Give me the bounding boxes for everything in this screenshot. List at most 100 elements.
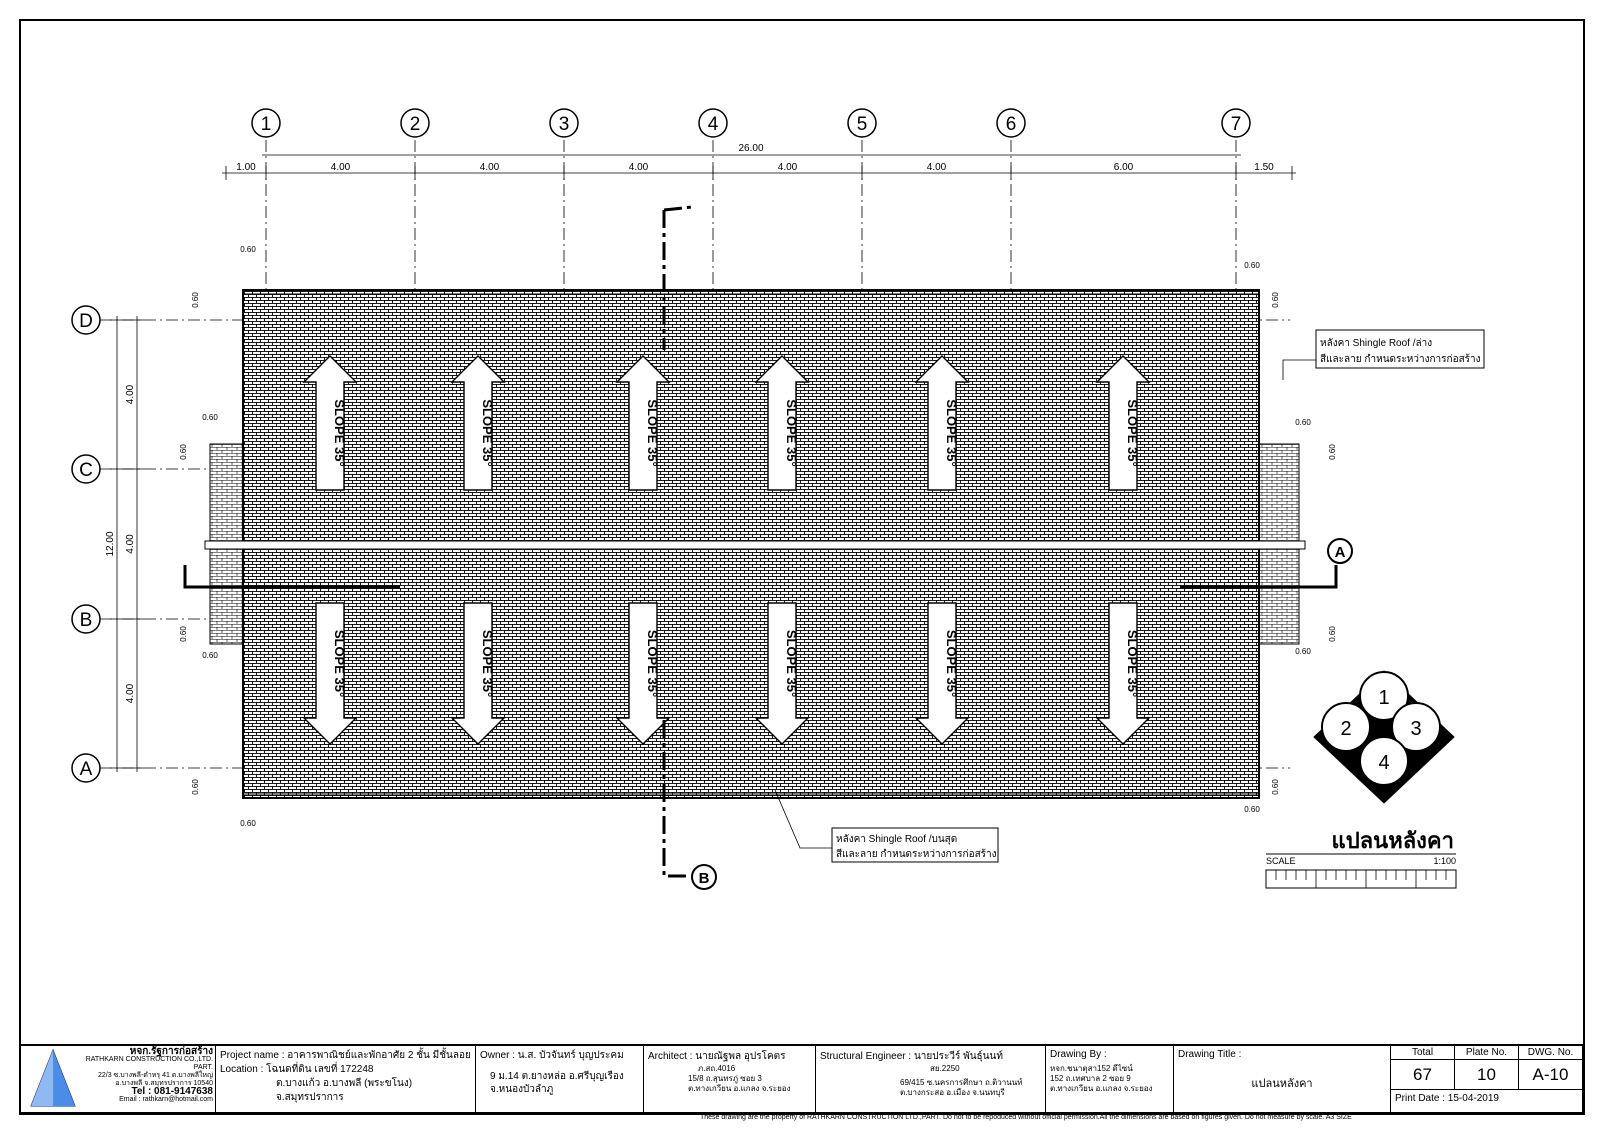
section-b-bubble: [691, 864, 717, 890]
location-line-3: จ.สมุทรปราการ: [276, 1092, 344, 1103]
section-a-bubble: [1327, 538, 1353, 564]
note-upper-line-1: หลังคา Shingle Roof /บนสุด: [836, 834, 957, 845]
grid-label-A: A: [80, 759, 93, 780]
location-line-2: ต.บางแก้ว อ.บางพลี (พระขโนง): [276, 1078, 413, 1089]
slope-label-upper-3: SLOPE 35°: [784, 399, 799, 466]
top-dimension-7: 1.50: [1254, 162, 1274, 173]
project-label: Project name :: [220, 1050, 285, 1061]
architect-value: นายณัฐพล อุปรโคตร: [695, 1051, 786, 1062]
architect-line-2: ภ.สถ.4016: [698, 1064, 736, 1073]
note-lower-box: [1315, 329, 1485, 369]
slope-label-lower-5: SLOPE 35°: [1125, 630, 1140, 697]
top-dimension-2: 4.00: [480, 162, 500, 173]
key-plan-label-3: 4: [1378, 752, 1389, 774]
top-dimension-6: 6.00: [1114, 162, 1134, 173]
grid-bubble-C: [71, 454, 101, 484]
grid-label-1: 1: [261, 114, 272, 135]
structural-engineer-cell: Structural Engineer : นายประวีร์ พันธุ์น…: [816, 1046, 1046, 1112]
slope-label-upper-1: SLOPE 35°: [480, 399, 495, 466]
slope-arrow-upper-2: [615, 355, 671, 491]
key-plan-circle-2: [1391, 702, 1441, 752]
eave-dimension-v-0: 0.60: [191, 292, 200, 308]
structural-line-2: สย.2250: [930, 1064, 960, 1073]
key-plan-circle-3: [1359, 736, 1409, 786]
company-address-2: อ.บางพลี จ.สมุทรปราการ 10540: [115, 1080, 213, 1087]
eave-dimension-v-6: 0.60: [191, 779, 200, 795]
section-line-a-right: [1180, 565, 1338, 589]
section-line-b-top: [662, 205, 693, 350]
slope-arrow-lower-4: [914, 602, 970, 745]
slope-label-upper-0: SLOPE 35°: [332, 399, 347, 466]
structural-value: นายประวีร์ พันธุ์นนท์: [913, 1051, 1003, 1062]
section-line-b-bottom: [662, 720, 690, 878]
grid-bubble-2: [400, 108, 430, 138]
grid-bubble-6: [996, 108, 1026, 138]
structural-line-3: 69/415 ซ.นครการศึกษา ถ.ติวานนท์: [900, 1078, 1023, 1087]
top-dimension-0: 1.00: [236, 162, 256, 173]
slope-label-upper-4: SLOPE 35°: [944, 399, 959, 466]
left-dimension-1: 4.00: [125, 534, 136, 554]
company-name-th: หจก.รัฐการก่อสร้าง: [129, 1046, 213, 1057]
eave-dimension-v-5: 0.60: [1328, 626, 1337, 642]
grid-bubble-D: [71, 305, 101, 335]
left-dimension-0: 4.00: [125, 384, 136, 404]
grid-label-4: 4: [708, 114, 719, 135]
slope-arrow-upper-0: [302, 355, 358, 491]
slope-arrow-upper-3: [754, 355, 810, 491]
eave-dimension-4: 0.60: [202, 651, 218, 660]
grid-label-6: 6: [1006, 114, 1017, 135]
company-address-1: 22/3 ซ.บางพลี-ตำหรุ 41 ต.บางพลีใหญ่: [97, 1072, 213, 1079]
key-plan-label-1: 2: [1340, 718, 1351, 740]
note-lower-leader: [1282, 359, 1316, 380]
location-label: Location :: [220, 1064, 264, 1075]
structural-line-4: ต.บางกระสอ อ.เมือง จ.นนทบุรี: [900, 1088, 1005, 1097]
note-upper-leader: [774, 789, 832, 849]
sheet-number-cell: Total Plate No. DWG. No. 67 10 A-10 Prin…: [1391, 1046, 1582, 1112]
overall-dimension-text: 26.00: [738, 143, 763, 154]
location-line-1: โฉนดที่ดิน เลขที่ 172248: [266, 1064, 374, 1075]
owner-cell: Owner : น.ส. บัวจันทร์ บุญประคม 9 ม.14 ต…: [476, 1046, 644, 1112]
top-dimension-4: 4.00: [778, 162, 798, 173]
slope-label-lower-4: SLOPE 35°: [944, 630, 959, 697]
drawing-title-value: แปลนหลังคา: [1251, 1078, 1313, 1090]
slope-label-lower-0: SLOPE 35°: [332, 630, 347, 697]
slope-arrow-upper-1: [450, 355, 506, 491]
eave-dimension-v-2: 0.60: [179, 444, 188, 460]
slope-arrow-lower-5: [1095, 602, 1151, 745]
owner-line-3: จ.หนองบัวลำภู: [490, 1084, 554, 1095]
company-logo-cell: หจก.รัฐการก่อสร้าง RATHKARN CONSTRUCTION…: [21, 1046, 216, 1112]
grid-label-B: B: [80, 610, 93, 631]
slope-label-upper-5: SLOPE 35°: [1125, 399, 1140, 466]
top-dimension-3: 4.00: [629, 162, 649, 173]
slope-arrow-lower-2: [615, 602, 671, 745]
slope-arrow-lower-0: [302, 602, 358, 745]
eave-dimension-v-7: 0.60: [1271, 779, 1280, 795]
grid-label-D: D: [79, 311, 93, 332]
grid-label-5: 5: [857, 114, 868, 135]
plate-value: 10: [1455, 1060, 1519, 1090]
company-name-en: RATHKARN CONSTRUCTION CO.,LTD. PART.: [85, 1056, 213, 1071]
section-line-a-left: [183, 565, 400, 589]
drawing-by-label: Drawing By :: [1050, 1049, 1107, 1060]
eave-dimension-1: 0.60: [1244, 261, 1260, 270]
grid-bubble-3: [549, 108, 579, 138]
grid-label-C: C: [79, 460, 93, 481]
drawing-title-label: Drawing Title :: [1178, 1049, 1242, 1060]
dwg-label: DWG. No.: [1519, 1046, 1582, 1060]
print-date: Print Date : 15-04-2019: [1395, 1093, 1499, 1104]
grid-label-3: 3: [559, 114, 570, 135]
grid-bubble-1: [251, 108, 281, 138]
note-upper-line-2: สีและลาย กำหนดระหว่างการก่อสร้าง: [836, 848, 997, 860]
slope-arrow-lower-3: [754, 602, 810, 745]
total-label: Total: [1391, 1046, 1455, 1060]
project-cell: Project name : อาคารพาณิชย์และพักอาศัย 2…: [216, 1046, 476, 1112]
architect-line-3: 15/8 ถ.สุนทรภู่ ซอย 3: [688, 1074, 762, 1083]
owner-line-2: 9 ม.14 ต.ยางหล่อ อ.ศรีบุญเรือง: [490, 1071, 624, 1082]
dwg-value: A-10: [1519, 1060, 1582, 1090]
project-value: อาคารพาณิชย์และพักอาศัย 2 ชั้น มีชั้นลอย: [287, 1050, 471, 1061]
key-plan-circle-1: [1321, 702, 1371, 752]
drawing-by-line-2: 152 ถ.เทศบาล 2 ซอย 9: [1050, 1074, 1131, 1083]
eave-dimension-0: 0.60: [240, 245, 256, 254]
